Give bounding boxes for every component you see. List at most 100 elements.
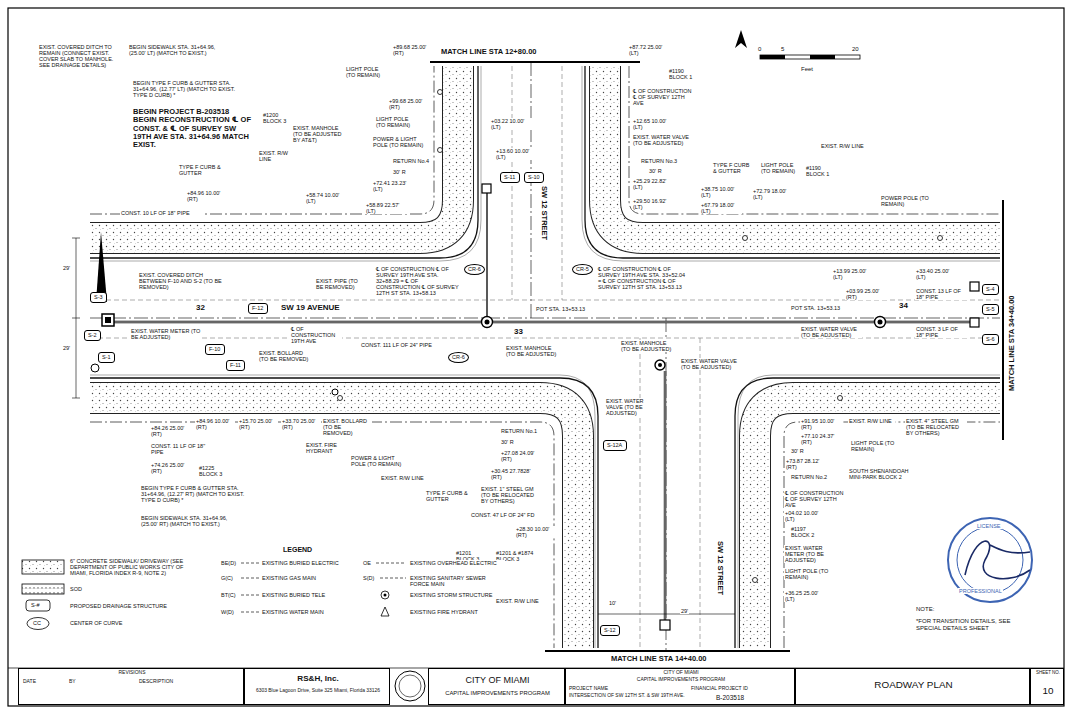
plan-annotation: EXIST. COVERED DITCH BETWEEN F-10 AND S-… (138, 272, 225, 290)
plan-annotation: +89.68 25.00' (RT) (392, 44, 434, 56)
plan-annotation: +15.70 25.00' (RT) (238, 418, 278, 430)
title-block-text: SHEET NO. (1031, 671, 1065, 676)
title-block-text: FINANCIAL PROJECT ID (691, 686, 748, 692)
plan-annotation: PROFESSIONAL (958, 588, 1003, 594)
plan-annotation: 30' R (648, 168, 663, 174)
plan-heading: 34 (898, 302, 909, 311)
plan-annotation: ℄ OF CONSTRUCTION ℄ OF SURVEY 19TH AVE S… (597, 266, 689, 290)
plan-annotation: +30.45 27.7828' (RT) (490, 468, 537, 480)
legend-entry: CENTER OF CURVE (70, 620, 190, 626)
plan-annotation: CONST. 13 LF OF 18" PIPE (915, 288, 967, 300)
legend-entry: SOD (70, 586, 190, 592)
plan-annotation: RETURN No.3 (640, 158, 678, 164)
drainage-structure-tag: S-12A (603, 440, 627, 451)
plan-annotation: +72.79 18.00' (LT) (752, 188, 794, 200)
plan-annotation: EXIST. MANHOLE (TO BE ADJUSTED) (505, 345, 562, 357)
plan-annotation: POWER & LIGHT POLE (TO REMAIN) (372, 136, 429, 148)
title-block-text: BY (69, 679, 76, 685)
plan-annotation: RETURN No.2 (790, 474, 828, 480)
plan-annotation: #1190 BLOCK 1 (805, 165, 837, 177)
title-block-text: CAPITAL IMPROVEMENTS PROGRAM (429, 690, 566, 696)
plan-annotation: EXIST. MANHOLE (TO BE ADJUSTED BY AT&T) (292, 125, 349, 143)
plan-annotation: BEGIN TYPE F CURB & GUTTER STA. 31+64.96… (132, 80, 244, 98)
plan-annotation: +87.72 25.00' (LT) (628, 44, 670, 56)
plan-annotation: +33.40 25.00' (LT) (915, 268, 957, 280)
title-block-text: CITY OF MIAMI (566, 670, 796, 675)
tag-text: S-10 (528, 174, 540, 180)
plan-annotation: BEGIN SIDEWALK STA. 31+64.96, (25.00' RT… (140, 515, 237, 527)
tag-text: CR-5 (576, 266, 589, 272)
plan-annotation: EXIST. COVERED DITCH TO REMAIN (CONNECT … (38, 44, 125, 68)
plan-annotation: TYPE F CURB & GUTTER (712, 162, 754, 174)
title-block-text: PROJECT NAME (569, 686, 608, 692)
plan-annotation: NOTE: (915, 606, 935, 613)
plan-annotation: EXIST. BOLLARD (TO BE REMOVED) (258, 350, 310, 362)
drainage-structure-tag: S-3 (90, 292, 107, 303)
plan-annotation: +72.41 23.23' (LT) (372, 180, 414, 192)
plan-annotation: BEGIN SIDEWALK STA. 31+64.96, (25.00' LT… (128, 44, 225, 56)
plan-annotation: 30' R (500, 439, 515, 445)
plan-heading: LEGEND (282, 546, 313, 554)
plan-annotation: +33.70 25.00' (RT) (281, 418, 321, 430)
sheet-title: ROADWAY PLAN (795, 668, 1030, 705)
plan-annotation: LIGHT POLE (TO REMAIN) (784, 568, 831, 580)
plan-annotation: +25.29 22.82' (LT) (632, 178, 674, 190)
plan-annotation: CONST. 3 LF OF 18" PIPE (915, 326, 967, 338)
plan-annotation: LIGHT POLE (TO REMAIN) (850, 440, 897, 452)
plan-annotation: SOUTH SHENANDOAH MINI-PARK BLOCK 2 (848, 468, 920, 480)
plan-annotation: ℄ OF CONSTRUCTION 19TH AVE (290, 326, 342, 344)
plan-annotation: EXIST. WATER METER (TO BE ADJUSTED) (784, 545, 841, 563)
tag-text: S-4 (986, 286, 995, 292)
plan-annotation: W(D) (220, 609, 235, 615)
plan-annotation: 29' (62, 345, 71, 351)
drainage-structure-tag: S-2 (84, 330, 101, 341)
plan-annotation: EXIST. WATER VALVE (TO BE ADJUSTED) (800, 326, 862, 338)
match-lines (430, 62, 1003, 651)
plan-annotation: EXIST. R/W LINE (848, 418, 895, 424)
plan-annotation: S-# (30, 602, 41, 608)
drainage-structure-tag: S-5 (982, 304, 999, 315)
project-block: CITY OF MIAMICAPITAL IMPROVEMENTS PROGRA… (565, 668, 795, 705)
pipe-callout-tag: F-11 (226, 360, 245, 371)
plan-annotation: #1197 BLOCK 2 (790, 526, 822, 538)
legend-entry: EXISTING SANITARY SEWER FORCE MAIN (410, 575, 505, 587)
plan-annotation: CONST. 11 LF OF 18" PIPE (150, 443, 212, 455)
tag-text: F-12 (252, 305, 263, 311)
plan-annotation: +58.89 22.57' (LT) (365, 202, 407, 214)
plan-annotation: 10' (608, 600, 617, 606)
plan-annotation: #1190 BLOCK 1 (668, 68, 700, 80)
center-of-curve-tag: CR-5 (572, 264, 593, 275)
plan-heading: SW 19 AVENUE (280, 304, 341, 313)
plan-heading: SW 12 STREET (716, 540, 724, 596)
drainage-structure-tag: S-4 (982, 284, 999, 295)
plan-annotation: EXIST. 1" STEEL GM (TO BE RELOCATED BY O… (480, 486, 542, 504)
legend-entry: EXISTING STORM STRUCTURE (410, 592, 505, 598)
plan-annotation: +36.25 25.00' (LT) (784, 590, 826, 602)
plan-annotation: ℄ OF CONSTRUCTION ℄ OF SURVEY 19TH AVE S… (375, 266, 462, 296)
plan-annotation: EXIST. R/W LINE (495, 598, 542, 604)
plan-annotation: EXIST. PIPE (TO BE REMOVED) (315, 278, 367, 290)
title-block-text: ROADWAY PLAN (796, 680, 1031, 691)
plan-annotation: ℄ OF CONSTRUCTION ℄ OF SURVEY 12TH AVE (632, 88, 696, 106)
plan-annotation: EXIST. WATER VALVE (TO BE ADJUSTED) (632, 134, 694, 146)
plan-annotation: RETURN No.4 (392, 158, 430, 164)
plan-annotation: 30' R (790, 448, 805, 454)
plan-annotation: +84.96 10.00' (RT) (186, 190, 228, 202)
agency-block: CITY OF MIAMICAPITAL IMPROVEMENTS PROGRA… (428, 668, 565, 705)
pole-symbols (338, 90, 943, 583)
construction-centerlines (90, 62, 1000, 650)
plan-annotation: +73.87 28.12' (RT) (785, 458, 827, 470)
tag-text: S-5 (986, 306, 995, 312)
tag-text: F-10 (209, 346, 220, 352)
legend-entry: EXISTING GAS MAIN (262, 575, 352, 581)
plan-annotation: BT(C) (220, 592, 237, 598)
legend-entry: EXISTING BURIED ELECTRIC (262, 560, 352, 566)
plan-annotation: EXIST. R/W LINE (380, 475, 427, 481)
legend-entry: PROPOSED DRAINAGE STRUCTURE (70, 603, 190, 609)
plan-annotation: EXIST. WATER METER (TO BE ADJUSTED) (130, 328, 202, 340)
pipe-callout-tag: F-10 (205, 344, 225, 355)
title-block-text: B-203518 (716, 694, 744, 701)
legend-entry: EXISTING BURIED TELE (262, 592, 352, 598)
existing-utility-lines (90, 66, 1000, 648)
tag-text: S-6 (986, 336, 995, 342)
